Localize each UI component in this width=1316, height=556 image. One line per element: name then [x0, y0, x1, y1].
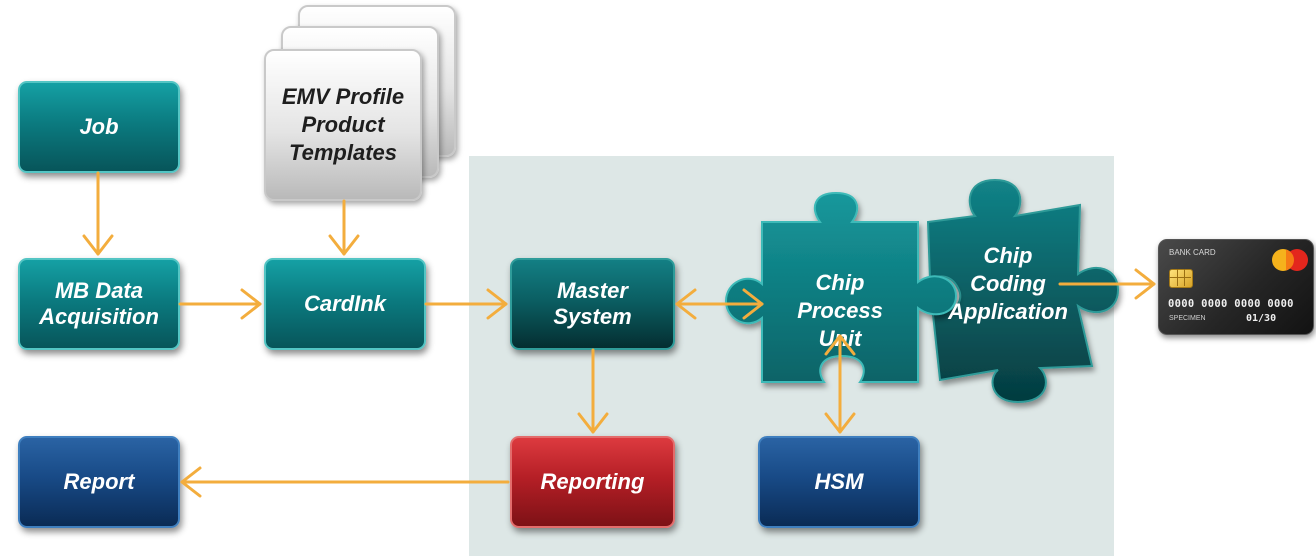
- emv-profile-templates-label: EMV Profile Product Templates: [281, 84, 405, 165]
- arrow-master-to-reporting: [577, 348, 609, 434]
- arrow-cardink-to-master: [424, 288, 508, 320]
- hsm-node[interactable]: HSM: [758, 436, 920, 528]
- arrow-master-cpu-bidirectional: [675, 288, 764, 320]
- card-brand-logo-overlap: [1286, 249, 1294, 271]
- card-holder: SPECIMEN: [1169, 315, 1206, 322]
- reporting-node[interactable]: Reporting: [510, 436, 675, 528]
- cardink-label: CardInk: [304, 290, 386, 316]
- arrow-application-to-card: [1058, 268, 1156, 300]
- hsm-label: HSM: [814, 468, 864, 494]
- chip-icon: [1169, 269, 1193, 288]
- master-system-node[interactable]: Master System: [510, 258, 675, 350]
- report-node[interactable]: Report: [18, 436, 180, 528]
- card-expiry: 01/30: [1246, 313, 1277, 324]
- arrow-mb-to-cardink: [178, 288, 262, 320]
- arrow-reporting-to-report: [180, 466, 510, 498]
- chip-coding-application-label: Chip Coding Application: [948, 243, 1068, 325]
- card-number: 0000 0000 0000 0000: [1168, 298, 1294, 310]
- bank-card: BANK CARD 0000 0000 0000 0000 SPECIMEN 0…: [1158, 239, 1314, 335]
- bank-card-title: BANK CARD: [1169, 248, 1216, 257]
- mb-data-acquisition-label: MB Data Acquisition: [39, 277, 159, 329]
- job-label: Job: [79, 113, 119, 139]
- master-system-label: Master System: [553, 277, 632, 329]
- emv-profile-templates-node[interactable]: EMV Profile Product Templates: [264, 49, 422, 201]
- arrow-job-to-mb: [82, 171, 114, 256]
- chip-coding-application-piece[interactable]: [926, 178, 1120, 404]
- chip-process-unit-piece[interactable]: [724, 191, 958, 383]
- arrow-templates-to-cardink: [328, 199, 360, 256]
- job-node[interactable]: Job: [18, 81, 180, 173]
- cardink-node[interactable]: CardInk: [264, 258, 426, 350]
- arrow-cpu-hsm-bidirectional: [824, 334, 856, 434]
- report-label: Report: [63, 468, 135, 494]
- mb-data-acquisition-node[interactable]: MB Data Acquisition: [18, 258, 180, 350]
- reporting-label: Reporting: [540, 468, 645, 494]
